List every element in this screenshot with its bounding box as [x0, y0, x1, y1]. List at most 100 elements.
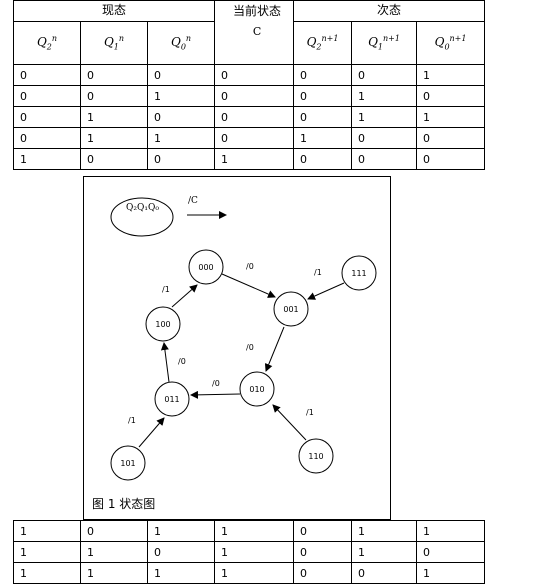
node-000: 000: [188, 249, 224, 285]
edge-label-100-000: /1: [162, 285, 170, 294]
top-table-cell: 1: [214, 148, 295, 170]
bottom-table-cell: 0: [80, 520, 148, 542]
top-table-cell: 1: [293, 127, 353, 149]
top-table-cell: 1: [80, 127, 148, 149]
col-q2n1: Q2n+1: [293, 21, 353, 65]
edge-label-110-010: /1: [306, 408, 314, 417]
top-table-cell: 1: [146, 85, 216, 107]
top-table-cell: 0: [351, 127, 418, 149]
bottom-table-cell: 1: [13, 562, 81, 584]
bottom-table-cell: 1: [147, 520, 215, 542]
bottom-table-cell: 1: [13, 520, 81, 542]
edge-label-101-011: /1: [128, 416, 136, 425]
edge-010-011: [190, 390, 241, 399]
col-q0n: Q0n: [146, 21, 216, 65]
top-table-cell: 0: [351, 64, 418, 86]
top-table-cell: 0: [351, 148, 418, 170]
next-state-header: 次态: [293, 0, 486, 22]
state-diagram: Q₂Q₁Q₀ /C /1 /0 /1 /0 /0 /0 /1 /1 000 00…: [83, 176, 391, 520]
edge-label-000-001: /0: [246, 262, 254, 271]
top-table-cell: 0: [13, 64, 81, 86]
state-diagram-svg: Q₂Q₁Q₀ /C /1 /0 /1 /0 /0 /0 /1 /1 000 00…: [110, 196, 377, 481]
legend-node-text: Q₂Q₁Q₀: [126, 203, 159, 213]
top-table-cell: 0: [13, 106, 81, 128]
legend-ellipse: [110, 197, 174, 237]
bottom-table-cell: 0: [351, 562, 417, 584]
bottom-table-cell: 1: [13, 541, 81, 563]
edge-011-100: [160, 342, 170, 383]
legend-edge-text: /C: [188, 196, 198, 206]
top-table-cell: 0: [416, 85, 486, 107]
edge-110-010: [272, 404, 307, 441]
top-table-cell: 0: [214, 85, 295, 107]
svg-text:110: 110: [308, 452, 323, 461]
top-table-cell: 0: [13, 85, 81, 107]
top-table-cell: 0: [293, 106, 353, 128]
top-table-cell: 0: [293, 148, 353, 170]
bottom-table-cell: 1: [214, 520, 294, 542]
top-table-cell: 1: [351, 85, 418, 107]
top-table-cell: 1: [80, 106, 148, 128]
top-table-cell: 0: [214, 106, 295, 128]
svg-text:101: 101: [120, 459, 135, 468]
current-input-header: 当前状态 C: [214, 0, 295, 65]
bottom-table-cell: 0: [147, 541, 215, 563]
svg-text:000: 000: [198, 263, 213, 272]
col-q2n: Q2n: [13, 21, 81, 65]
bottom-table-cell: 1: [351, 520, 417, 542]
edge-000-001: [221, 273, 276, 298]
svg-text:100: 100: [155, 320, 170, 329]
top-table-cell: 0: [146, 106, 216, 128]
present-state-header: 现态: [12, 0, 216, 22]
top-table-cell: 0: [146, 148, 216, 170]
current-input-label: 当前状态: [233, 4, 282, 18]
top-table-cell: 1: [146, 127, 216, 149]
top-table-cell: 0: [214, 127, 295, 149]
top-table-cell: 0: [80, 64, 148, 86]
bottom-table-cell: 1: [351, 541, 417, 563]
bottom-table-cell: 1: [80, 562, 148, 584]
edge-101-011: [138, 417, 165, 448]
edge-111-001: [307, 282, 345, 300]
top-table-cell: 1: [351, 106, 418, 128]
edge-label-010-011: /0: [212, 379, 220, 388]
svg-text:010: 010: [249, 385, 264, 394]
bottom-table-cell: 1: [416, 520, 485, 542]
node-110: 110: [298, 438, 334, 474]
top-table-cell: 0: [293, 85, 353, 107]
svg-text:011: 011: [164, 395, 179, 404]
bottom-table-cell: 1: [80, 541, 148, 563]
col-q1n1: Q1n+1: [351, 21, 418, 65]
top-table-cell: 0: [80, 148, 148, 170]
top-table-cell: 0: [416, 148, 486, 170]
top-table-cell: 1: [13, 148, 81, 170]
top-table-cell: 0: [13, 127, 81, 149]
bottom-table-cell: 1: [214, 541, 294, 563]
top-table-cell: 0: [293, 64, 353, 86]
bottom-table-cell: 1: [214, 562, 294, 584]
top-table-cell: 0: [146, 64, 216, 86]
state-table-top: 现态 当前状态 C 次态 Q2n Q1n Q0n Q2n+1 Q1n+1 Q0n…: [12, 0, 486, 170]
col-q1n: Q1n: [80, 21, 148, 65]
bottom-table-cell: 0: [416, 541, 485, 563]
node-111: 111: [341, 255, 377, 291]
top-table-cell: 1: [416, 106, 486, 128]
bottom-table-cell: 1: [147, 562, 215, 584]
bottom-table-cell: 0: [293, 541, 352, 563]
svg-text:111: 111: [351, 269, 366, 278]
edge-label-001-010: /0: [246, 343, 254, 352]
bottom-table-cell: 1: [416, 562, 485, 584]
edge-label-111-001: /1: [314, 268, 322, 277]
node-011: 011: [154, 381, 190, 417]
col-q0n1: Q0n+1: [416, 21, 486, 65]
node-010: 010: [239, 371, 275, 407]
